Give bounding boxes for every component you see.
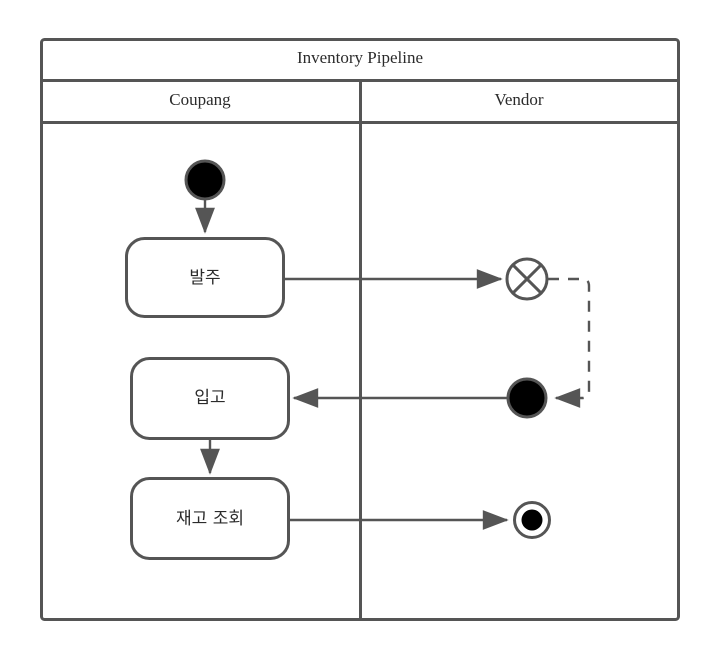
- activity-node-order[interactable]: [125, 237, 285, 318]
- activity-label-stock-lookup: 재고 조회: [176, 509, 244, 529]
- flow-final-node[interactable]: [505, 257, 549, 301]
- initial-node-vendor[interactable]: [506, 377, 548, 419]
- lane-header-vendor: Vendor: [494, 90, 543, 109]
- page-title: Inventory Pipeline: [297, 48, 423, 67]
- activity-node-receive[interactable]: [130, 357, 290, 440]
- activity-node-stock-lookup[interactable]: [130, 477, 290, 560]
- lane-header-coupang: Coupang: [169, 90, 231, 109]
- initial-node-start[interactable]: [184, 159, 226, 201]
- activity-label-order: 발주: [189, 268, 220, 288]
- edge-flow-final-to-vendor-start: [548, 277, 591, 408]
- activity-label-receive: 입고: [194, 388, 225, 408]
- activity-final-node-end[interactable]: [513, 501, 551, 539]
